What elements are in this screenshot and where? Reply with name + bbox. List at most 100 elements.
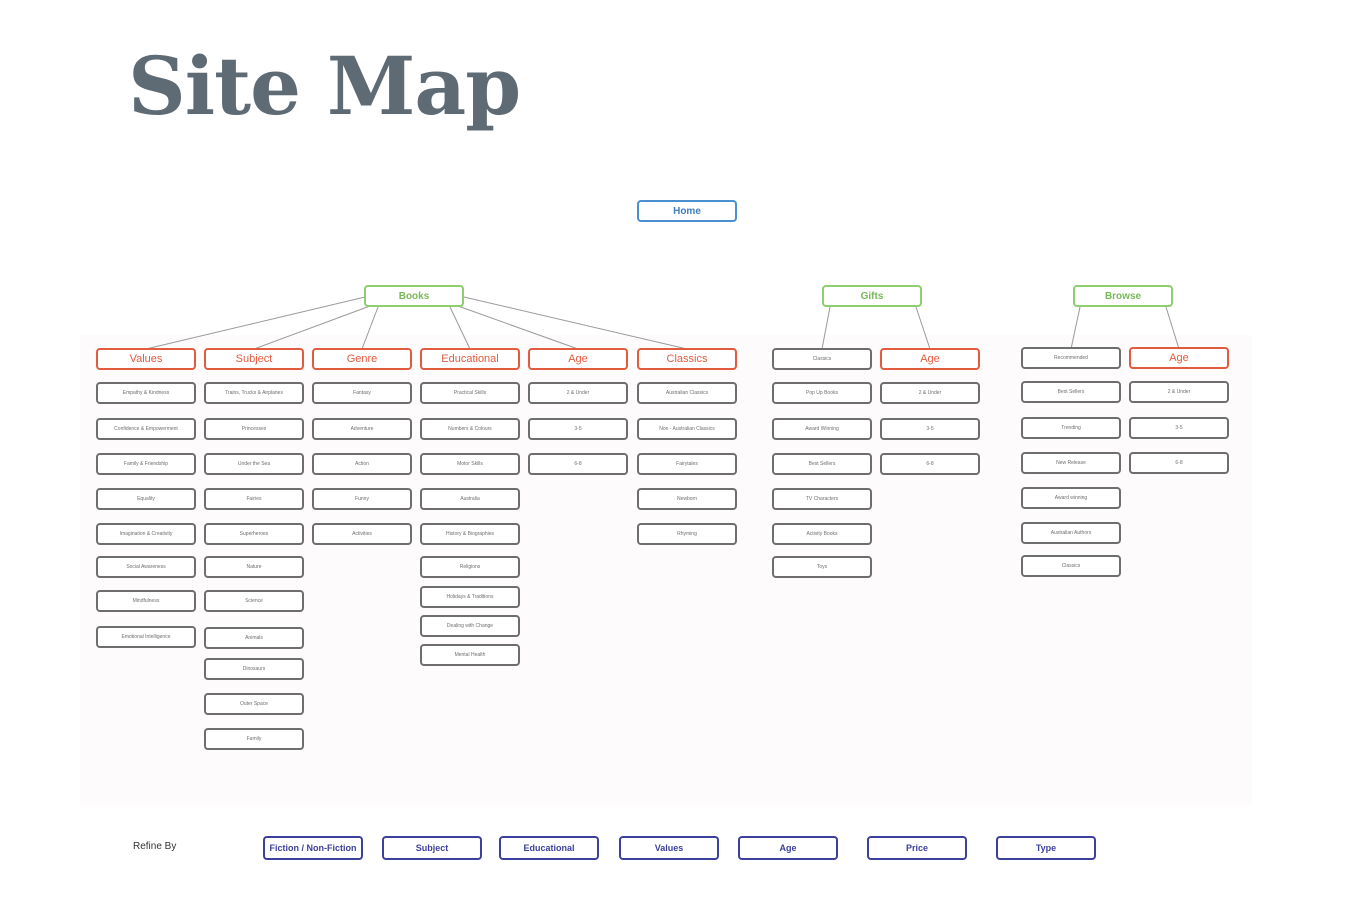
leaf-item[interactable]: Rhyming — [637, 523, 737, 545]
leaf-item[interactable]: Princesses — [204, 418, 304, 440]
leaf-item[interactable]: Adventure — [312, 418, 412, 440]
leaf-item[interactable]: Outer Space — [204, 693, 304, 715]
category-classics[interactable]: Classics — [637, 348, 737, 370]
leaf-item[interactable]: TV Characters — [772, 488, 872, 510]
leaf-item[interactable]: 6-8 — [528, 453, 628, 475]
leaf-item[interactable]: History & Biographies — [420, 523, 520, 545]
leaf-item[interactable]: Australian Authors — [1021, 522, 1121, 544]
leaf-item[interactable]: 2 & Under — [528, 382, 628, 404]
refine-age-button[interactable]: Age — [738, 836, 838, 860]
refine-fiction-nonfiction-button[interactable]: Fiction / Non-Fiction — [263, 836, 363, 860]
home-node[interactable]: Home — [637, 200, 737, 222]
leaf-item[interactable]: Australian Classics — [637, 382, 737, 404]
leaf-label: Pop Up Books — [806, 390, 838, 396]
leaf-item[interactable]: Action — [312, 453, 412, 475]
leaf-item[interactable]: Fairies — [204, 488, 304, 510]
leaf-item[interactable]: Award winning — [1021, 487, 1121, 509]
leaf-item[interactable]: Under the Sea — [204, 453, 304, 475]
leaf-item[interactable]: 3-5 — [880, 418, 980, 440]
category-subject[interactable]: Subject — [204, 348, 304, 370]
leaf-item[interactable]: Equality — [96, 488, 196, 510]
leaf-item[interactable]: 2 & Under — [880, 382, 980, 404]
leaf-item[interactable]: Emotional Intelligence — [96, 626, 196, 648]
category-age[interactable]: Age — [528, 348, 628, 370]
page-title: Site Map — [128, 39, 521, 133]
leaf-item[interactable]: Science — [204, 590, 304, 612]
refine-values-button[interactable]: Values — [619, 836, 719, 860]
leaf-item[interactable]: Trains, Trucks & Airplanes — [204, 382, 304, 404]
refine-subject-button[interactable]: Subject — [382, 836, 482, 860]
leaf-item[interactable]: Practical Skills — [420, 382, 520, 404]
leaf-item[interactable]: Trending — [1021, 417, 1121, 439]
leaf-item[interactable]: 6-8 — [1129, 452, 1229, 474]
leaf-item[interactable]: New Release — [1021, 452, 1121, 474]
leaf-item[interactable]: Classics — [772, 348, 872, 370]
leaf-label: Award Winning — [805, 426, 839, 432]
leaf-item[interactable]: Numbers & Colours — [420, 418, 520, 440]
leaf-item[interactable]: Social Awareness — [96, 556, 196, 578]
refine-type-button[interactable]: Type — [996, 836, 1096, 860]
leaf-item[interactable]: Fairytales — [637, 453, 737, 475]
leaf-item[interactable]: Confidence & Empowerment — [96, 418, 196, 440]
category-genre[interactable]: Genre — [312, 348, 412, 370]
category-browse-age[interactable]: Age — [1129, 347, 1229, 369]
leaf-item[interactable]: Family — [204, 728, 304, 750]
leaf-item[interactable]: Non - Australian Classics — [637, 418, 737, 440]
section-browse[interactable]: Browse — [1073, 285, 1173, 307]
category-label: Educational — [441, 353, 499, 365]
leaf-item[interactable]: Superheroes — [204, 523, 304, 545]
refine-price-button[interactable]: Price — [867, 836, 967, 860]
leaf-item[interactable]: Animals — [204, 627, 304, 649]
leaf-item[interactable]: Funny — [312, 488, 412, 510]
leaf-item[interactable]: Classics — [1021, 555, 1121, 577]
leaf-item[interactable]: 3-5 — [528, 418, 628, 440]
refine-educational-button[interactable]: Educational — [499, 836, 599, 860]
leaf-item[interactable]: Newborn — [637, 488, 737, 510]
leaf-label: Mental Health — [454, 652, 486, 658]
leaf-item[interactable]: 3-5 — [1129, 417, 1229, 439]
leaf-item[interactable]: Activity Books — [772, 523, 872, 545]
section-books[interactable]: Books — [364, 285, 464, 307]
leaf-item[interactable]: Dinosaurs — [204, 658, 304, 680]
leaf-item[interactable]: Religions — [420, 556, 520, 578]
leaf-item[interactable]: Recommended — [1021, 347, 1121, 369]
leaf-item[interactable]: Imagination & Creativity — [96, 523, 196, 545]
leaf-item[interactable]: Best Sellers — [772, 453, 872, 475]
leaf-label: Adventure — [350, 426, 374, 432]
leaf-item[interactable]: Activities — [312, 523, 412, 545]
leaf-item[interactable]: 6-8 — [880, 453, 980, 475]
leaf-label: Classics — [1061, 563, 1081, 569]
leaf-label: Classics — [812, 356, 832, 362]
category-educational[interactable]: Educational — [420, 348, 520, 370]
leaf-item[interactable]: Award Winning — [772, 418, 872, 440]
category-label: Genre — [346, 353, 378, 365]
leaf-item[interactable]: Toys — [772, 556, 872, 578]
leaf-label: 3-5 — [926, 426, 934, 432]
leaf-label: Confidence & Empowerment — [114, 426, 178, 432]
leaf-item[interactable]: Empathy & Kindness — [96, 382, 196, 404]
category-values[interactable]: Values — [96, 348, 196, 370]
leaf-label: Emotional Intelligence — [121, 634, 171, 640]
leaf-label: Outer Space — [239, 701, 269, 707]
leaf-item[interactable]: Nature — [204, 556, 304, 578]
refine-by-label: Refine By — [133, 841, 177, 852]
leaf-label: Under the Sea — [237, 461, 271, 467]
leaf-item[interactable]: Best Sellers — [1021, 381, 1121, 403]
leaf-label: Science — [245, 598, 263, 604]
category-gifts-age[interactable]: Age — [880, 348, 980, 370]
leaf-item[interactable]: Pop Up Books — [772, 382, 872, 404]
leaf-label: Non - Australian Classics — [659, 426, 715, 432]
leaf-item[interactable]: Family & Friendship — [96, 453, 196, 475]
leaf-label: 2 & Under — [1167, 389, 1191, 395]
leaf-item[interactable]: Mindfulness — [96, 590, 196, 612]
leaf-item[interactable]: 2 & Under — [1129, 381, 1229, 403]
leaf-item[interactable]: Fantasy — [312, 382, 412, 404]
leaf-label: Best Sellers — [1057, 389, 1085, 395]
leaf-item[interactable]: Holidays & Traditions — [420, 586, 520, 608]
leaf-item[interactable]: Dealing with Change — [420, 615, 520, 637]
leaf-item[interactable]: Australia — [420, 488, 520, 510]
section-gifts[interactable]: Gifts — [822, 285, 922, 307]
leaf-item[interactable]: Mental Health — [420, 644, 520, 666]
leaf-item[interactable]: Motor Skills — [420, 453, 520, 475]
